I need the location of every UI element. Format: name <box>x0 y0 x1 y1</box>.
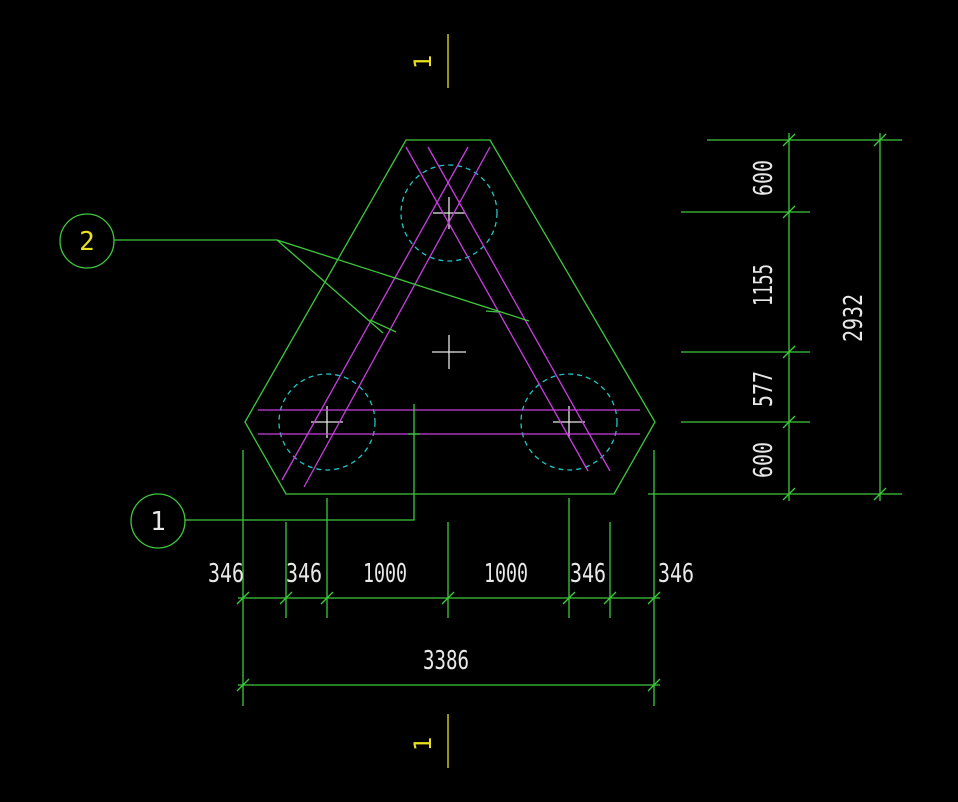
hdim-1: 346 <box>208 559 244 589</box>
pile-bottom-right <box>520 373 618 471</box>
vdim-1: 600 <box>749 160 779 196</box>
pile-top <box>400 164 498 262</box>
leader-lines <box>114 239 530 521</box>
pile-bottom-left <box>278 373 376 471</box>
pile-cap-outline <box>244 139 656 495</box>
hdim-3: 1000 <box>363 559 407 589</box>
callout-1-circle <box>130 493 186 549</box>
callout-2-circle <box>59 213 115 269</box>
section-mark-top-label: 1 <box>409 55 437 69</box>
rebar-lines <box>258 146 640 488</box>
vdim-total: 2932 <box>839 294 869 342</box>
hdim-5: 346 <box>570 559 606 589</box>
horizontal-dimension-texts: 346 346 1000 1000 346 346 3386 <box>208 559 694 676</box>
vertical-dimension-lines <box>648 133 902 501</box>
hdim-6: 346 <box>658 559 694 589</box>
callout-2-label: 2 <box>79 227 95 257</box>
pile-center-marks <box>311 197 585 438</box>
vdim-4: 600 <box>749 442 779 478</box>
horizontal-dimension-lines <box>236 450 661 706</box>
hdim-total: 3386 <box>423 646 469 676</box>
hdim-2: 346 <box>286 559 322 589</box>
vdim-3: 577 <box>749 371 779 407</box>
section-mark-bottom-label: 1 <box>409 737 437 751</box>
callout-1-label: 1 <box>150 507 166 537</box>
vdim-2: 1155 <box>749 264 779 306</box>
hdim-4: 1000 <box>484 559 528 589</box>
vertical-dimension-texts: 600 1155 577 600 2932 <box>749 160 869 478</box>
